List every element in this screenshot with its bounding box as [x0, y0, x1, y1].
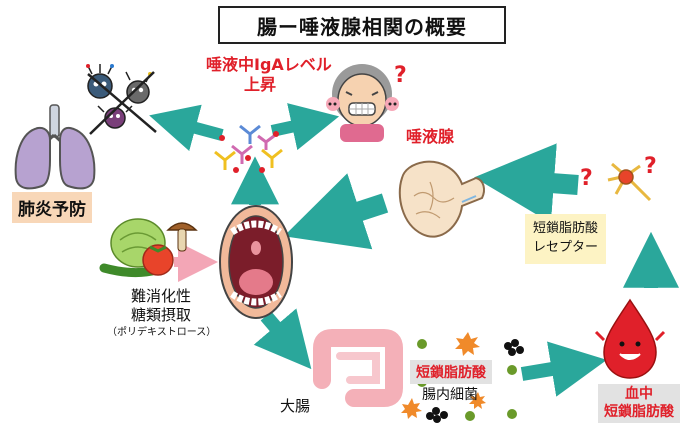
intake-label-line1: 難消化性	[131, 287, 192, 305]
salivary-gland-label: 唾液腺	[406, 127, 455, 146]
svg-text:?: ?	[394, 63, 407, 88]
arrow-mouth-to-intestine	[253, 308, 312, 370]
intake-label-line2: 糖類摂取	[131, 306, 192, 324]
arrow-intestine-to-blood	[520, 341, 607, 397]
intake-note: （ポリデキストロース）	[107, 327, 217, 338]
lung-label: 肺炎予防	[12, 192, 92, 223]
open-mouth-icon	[219, 205, 293, 319]
page-title: 腸ー唾液腺相関の概要	[218, 6, 506, 44]
blood-drop-icon	[594, 298, 666, 379]
blood-label-line1: 血中	[625, 386, 653, 402]
salivary-gland-icon	[398, 160, 485, 238]
intestine-icon	[313, 329, 403, 407]
question-mark-icon: ? ? ?	[394, 63, 657, 191]
scfa-label: 短鎖脂肪酸	[410, 360, 492, 384]
iga-label-line2: 上昇	[244, 75, 277, 94]
arrow-antibody-to-face	[270, 103, 340, 151]
elderly-face-icon	[326, 64, 399, 142]
bacteria-icon	[401, 332, 524, 423]
arrow-gland-to-mouth	[283, 173, 389, 250]
iga-label-line1: 唾液中IgAレベル	[206, 55, 332, 74]
arrow-antibody-to-lung	[149, 104, 224, 152]
lung-icon	[14, 104, 96, 190]
svg-text:?: ?	[580, 166, 593, 191]
receptor-label: 短鎖脂肪酸 レセプター	[525, 214, 607, 264]
antibody-icon	[214, 124, 283, 173]
receptor-label-line2: レセプター	[533, 239, 599, 255]
arrow-receptor-to-gland	[474, 143, 579, 224]
svg-text:?: ?	[644, 154, 657, 179]
gut-bacteria-label: 腸内細菌	[422, 387, 478, 403]
vegetables-icon	[99, 218, 198, 278]
blood-label-line2: 短鎖脂肪酸	[604, 403, 674, 420]
neuron-icon	[607, 162, 652, 202]
blood-scfa-label: 血中 短鎖脂肪酸	[598, 384, 680, 423]
germ-icon	[86, 64, 157, 135]
receptor-label-line1: 短鎖脂肪酸	[533, 221, 599, 236]
large-intestine-label: 大腸	[280, 397, 311, 415]
